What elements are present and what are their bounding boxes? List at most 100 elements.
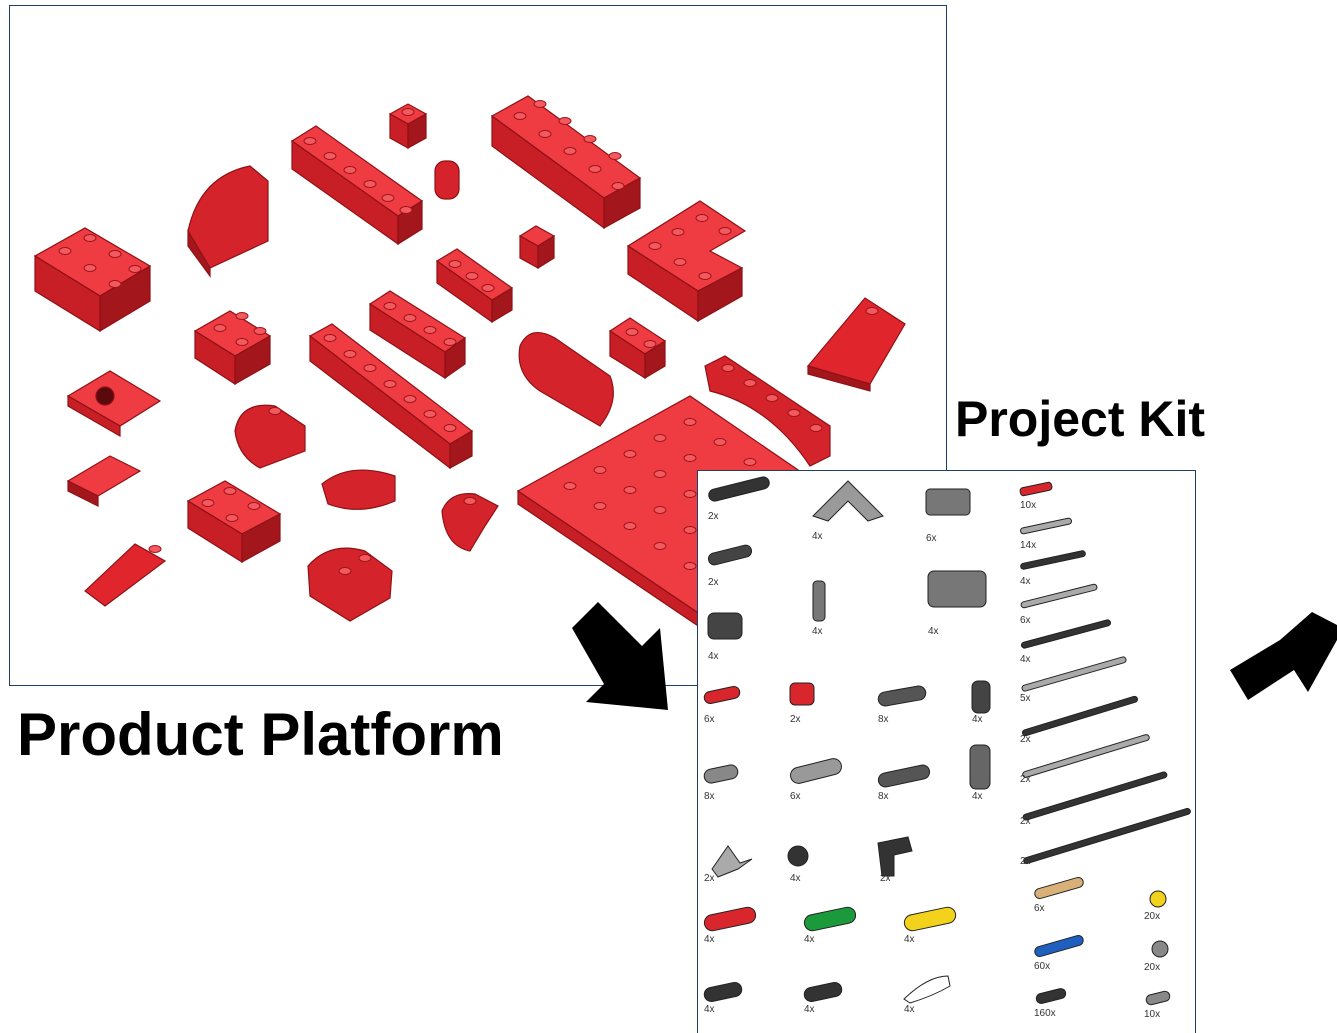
arrow-up-right-icon bbox=[1230, 612, 1337, 700]
pin-blue-part bbox=[1034, 934, 1084, 958]
brick-half-round bbox=[321, 469, 396, 510]
part-quantity: 6x bbox=[1034, 903, 1045, 914]
part-quantity: 4x bbox=[904, 934, 915, 945]
connector-part bbox=[711, 845, 753, 878]
part-quantity: 4x bbox=[972, 791, 983, 802]
part-quantity: 4x bbox=[790, 873, 801, 884]
connector-part bbox=[877, 685, 927, 707]
connector-part bbox=[703, 764, 739, 784]
brick-1x1 bbox=[388, 103, 428, 150]
pin-red-part bbox=[703, 686, 741, 704]
brick-small-slope bbox=[66, 455, 142, 507]
brick-bracket bbox=[441, 493, 499, 552]
brick-1x6 bbox=[290, 125, 424, 246]
beam-part bbox=[703, 982, 743, 1002]
brick-arch bbox=[704, 355, 831, 467]
axle-part bbox=[1020, 550, 1086, 570]
beam-green-part bbox=[803, 906, 857, 932]
pin-part bbox=[812, 580, 826, 622]
axle-part bbox=[1021, 656, 1127, 692]
part-quantity: 4x bbox=[708, 651, 719, 662]
part-quantity: 10x bbox=[1020, 500, 1037, 511]
connector-part bbox=[707, 612, 743, 640]
connector-red-part bbox=[789, 682, 815, 706]
part-quantity: 4x bbox=[812, 531, 823, 542]
project-kit-image: 2x 4x 6x 10x 2x 14x 4x 4x 4x 4x 6x 4x 6x… bbox=[697, 470, 1196, 1033]
part-quantity: 2x bbox=[880, 873, 891, 884]
part-quantity: 6x bbox=[1020, 615, 1031, 626]
product-platform-image bbox=[9, 5, 947, 686]
brick-slope-right bbox=[806, 297, 906, 392]
part-quantity: 2x bbox=[708, 577, 719, 588]
beam-part bbox=[803, 982, 843, 1002]
part-quantity: 14x bbox=[1020, 540, 1037, 551]
brick-1x2 bbox=[608, 317, 667, 380]
axle-tan-part bbox=[1034, 876, 1084, 900]
part-quantity: 6x bbox=[704, 714, 715, 725]
beam-part bbox=[707, 544, 753, 566]
part-quantity: 4x bbox=[904, 1004, 915, 1015]
part-quantity: 4x bbox=[804, 1004, 815, 1015]
technic-parts-illustration bbox=[703, 476, 1191, 1006]
axle-part bbox=[1023, 807, 1191, 865]
part-quantity: 20x bbox=[1144, 962, 1161, 973]
axle-part bbox=[1022, 771, 1168, 821]
part-quantity: 2x bbox=[1020, 856, 1031, 867]
brick-2x4-left bbox=[33, 227, 152, 333]
brick-round-2x2 bbox=[234, 404, 306, 469]
connector-part bbox=[877, 836, 913, 877]
connector-part bbox=[927, 570, 987, 608]
part-quantity: 4x bbox=[812, 626, 823, 637]
connector-part bbox=[925, 488, 971, 516]
pin-part bbox=[1035, 988, 1067, 1004]
brick-2x6 bbox=[490, 95, 642, 230]
part-quantity: 4x bbox=[704, 934, 715, 945]
part-quantity: 2x bbox=[1020, 734, 1031, 745]
axle-part bbox=[1020, 619, 1112, 649]
beam-part bbox=[790, 758, 842, 784]
part-quantity: 4x bbox=[1020, 654, 1031, 665]
part-quantity: 2x bbox=[1020, 816, 1031, 827]
part-quantity: 4x bbox=[804, 934, 815, 945]
brick-curved-2x2 bbox=[307, 547, 393, 622]
part-quantity: 2x bbox=[1020, 774, 1031, 785]
brick-cylinder bbox=[518, 331, 614, 427]
beam-part bbox=[877, 764, 931, 788]
axle-part bbox=[1020, 517, 1072, 535]
beam-part bbox=[708, 476, 770, 502]
part-quantity: 6x bbox=[926, 533, 937, 544]
axle-part bbox=[1022, 734, 1150, 778]
brick-curved-slope bbox=[187, 165, 269, 278]
part-quantity: 10x bbox=[1144, 1009, 1161, 1020]
part-quantity: 2x bbox=[704, 873, 715, 884]
brick-2x3 bbox=[186, 480, 282, 564]
brick-2x2 bbox=[193, 310, 272, 386]
connector-part bbox=[971, 680, 991, 714]
bush-part bbox=[1151, 940, 1169, 958]
brick-technic-slope bbox=[66, 370, 162, 438]
part-quantity: 5x bbox=[1020, 693, 1031, 704]
part-quantity: 2x bbox=[708, 511, 719, 522]
axle-part bbox=[1021, 695, 1139, 737]
part-quantity: 20x bbox=[1144, 911, 1161, 922]
axle-part bbox=[1020, 583, 1098, 609]
part-quantity: 8x bbox=[704, 791, 715, 802]
brick-round-1x1 bbox=[434, 160, 460, 200]
connector-part bbox=[787, 845, 809, 867]
part-quantity: 2x bbox=[790, 714, 801, 725]
part-quantity: 4x bbox=[1020, 576, 1031, 587]
brick-corner bbox=[626, 200, 747, 323]
part-quantity: 60x bbox=[1034, 961, 1051, 972]
beam-yellow-part bbox=[903, 906, 957, 932]
part-quantity: 160x bbox=[1034, 1008, 1056, 1019]
part-quantity: 4x bbox=[972, 714, 983, 725]
bush-yellow-part bbox=[1149, 890, 1167, 908]
beam-red-part bbox=[703, 906, 757, 932]
panel-part bbox=[903, 975, 951, 1004]
brick-wedge bbox=[84, 543, 167, 607]
part-quantity: 8x bbox=[878, 791, 889, 802]
part-quantity: 4x bbox=[928, 626, 939, 637]
axle-red-part bbox=[1019, 481, 1053, 497]
project-kit-label: Project Kit bbox=[955, 391, 1206, 447]
pin-part bbox=[1145, 990, 1171, 1006]
